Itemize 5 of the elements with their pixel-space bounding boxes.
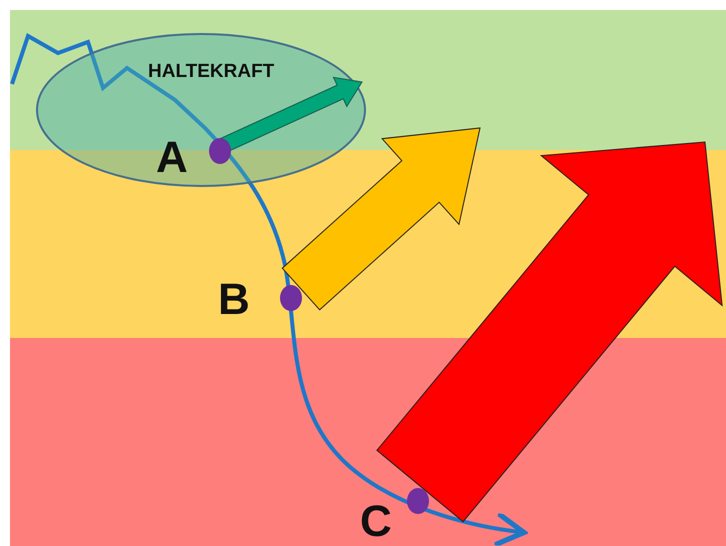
point-label: B [218,278,250,322]
point-label: A [156,136,188,180]
point-label: C [360,500,392,544]
ellipse-zone [36,33,366,187]
zone-label: HALTEKRAFT [148,61,274,83]
